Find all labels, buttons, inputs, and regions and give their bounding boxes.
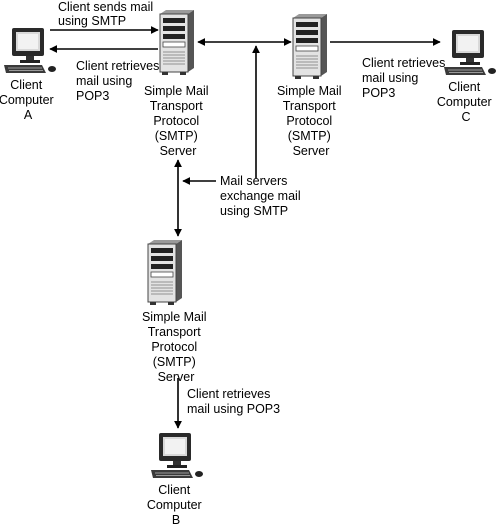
server-icon (159, 9, 195, 76)
client-sends-annotation: Client sends mail using SMTP (58, 0, 157, 28)
client-retrieves-a-annotation: Client retrieves mail using POP3 (76, 59, 163, 103)
server-1-label: Simple Mail Transport Protocol (SMTP) Se… (144, 84, 212, 158)
computer-icon (150, 432, 204, 479)
client-retrieves-c-annotation: Client retrieves mail using POP3 (362, 56, 449, 100)
client-retrieves-b-annotation: Client retrieves mail using POP3 (187, 387, 280, 416)
server-3-label: Simple Mail Transport Protocol (SMTP) Se… (142, 310, 210, 384)
server-icon (292, 13, 328, 80)
computer-icon (443, 29, 497, 76)
server-icon (147, 239, 183, 306)
servers-exchange-annotation: Mail servers exchange mail using SMTP (220, 174, 304, 218)
client-b-label: Client Computer B (147, 483, 205, 526)
server-2-label: Simple Mail Transport Protocol (SMTP) Se… (277, 84, 345, 158)
computer-icon (3, 27, 57, 74)
client-a-label: Client Computer A (0, 78, 57, 122)
client-c-label: Client Computer C (437, 80, 495, 124)
